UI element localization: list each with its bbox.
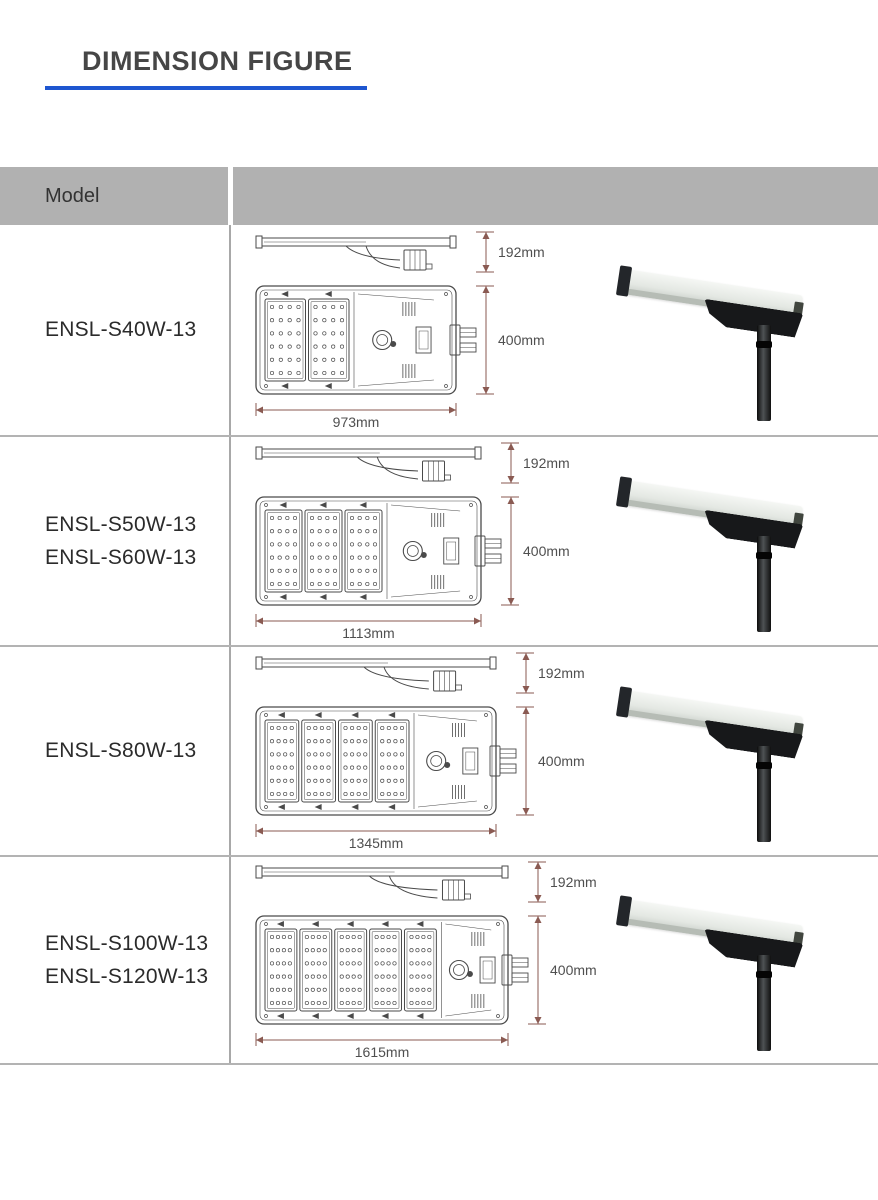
figure-cell: 192mm 400mm 1345mm xyxy=(232,647,878,855)
lamp-pole-image xyxy=(756,746,772,842)
length-dimension-label: 973mm xyxy=(332,413,380,430)
lamp-pole-image xyxy=(756,536,772,632)
technical-drawing xyxy=(255,652,534,837)
depth-dimension-label: 400mm xyxy=(498,331,545,348)
depth-dimension-label: 400mm xyxy=(538,752,585,769)
product-photo xyxy=(614,457,826,632)
height-dimension-label: 192mm xyxy=(523,454,570,471)
model-column-header: Model xyxy=(45,184,100,207)
model-name: ENSL-S50W-13 xyxy=(45,512,197,536)
table-row: ENSL-S80W-13 192mm 400mm 1345mm xyxy=(0,645,878,855)
product-photo xyxy=(614,246,826,421)
model-cell: ENSL-S80W-13 xyxy=(0,647,232,855)
table-row: ENSL-S100W-13 ENSL-S120W-13 192mm 400mm … xyxy=(0,855,878,1065)
figure-cell: 192mm 400mm 1615mm xyxy=(232,857,878,1063)
model-name: ENSL-S40W-13 xyxy=(45,318,197,341)
model-name: ENSL-S100W-13 xyxy=(45,931,209,955)
model-cell: ENSL-S100W-13 ENSL-S120W-13 xyxy=(0,857,232,1063)
model-name: ENSL-S120W-13 xyxy=(45,964,209,988)
length-dimension-label: 1615mm xyxy=(354,1043,410,1060)
page-title: DIMENSION FIGURE xyxy=(82,46,353,76)
model-cell: ENSL-S50W-13 ENSL-S60W-13 xyxy=(0,437,232,645)
product-photo xyxy=(614,876,826,1051)
height-dimension-label: 192mm xyxy=(550,873,597,890)
footer-page-number: Page 7 of 10 xyxy=(755,1198,832,1200)
footer-contact: www.eneltec-led.com | sales@eneltec-led.… xyxy=(0,1198,878,1200)
dimension-diagram: 192mm 400mm 973mm xyxy=(250,228,556,433)
technical-drawing xyxy=(255,231,494,416)
product-photo xyxy=(614,667,826,842)
depth-dimension-label: 400mm xyxy=(550,961,597,978)
section-title-block: DIMENSION FIGURE xyxy=(45,46,367,90)
table-row: ENSL-S50W-13 ENSL-S60W-13 192mm 400mm 11… xyxy=(0,435,878,645)
table-row: ENSL-S40W-13 192mm 400mm 973mm xyxy=(0,225,878,435)
dimension-diagram: 192mm 400mm 1113mm xyxy=(250,439,581,644)
depth-dimension-label: 400mm xyxy=(523,542,570,559)
model-cell: ENSL-S40W-13 xyxy=(0,225,232,435)
page-footer: www.eneltec-led.com | sales@eneltec-led.… xyxy=(0,1198,878,1200)
model-name: ENSL-S60W-13 xyxy=(45,545,197,569)
height-dimension-label: 192mm xyxy=(538,664,585,681)
figure-cell: 192mm 400mm 973mm xyxy=(232,225,878,435)
technical-drawing xyxy=(255,861,546,1046)
dimension-diagram: 192mm 400mm 1615mm xyxy=(250,858,608,1063)
table-header-row: Model xyxy=(0,167,878,225)
height-dimension-label: 192mm xyxy=(498,243,545,260)
model-name: ENSL-S80W-13 xyxy=(45,739,197,762)
technical-drawing xyxy=(255,442,519,627)
dimension-diagram: 192mm 400mm 1345mm xyxy=(250,649,596,854)
lamp-pole-image xyxy=(756,955,772,1051)
length-dimension-label: 1113mm xyxy=(342,624,395,641)
length-dimension-label: 1345mm xyxy=(348,834,404,851)
datasheet-page: DIMENSION FIGURE Model ENSL-S40W-13 192m… xyxy=(0,46,878,1200)
figure-cell: 192mm 400mm 1113mm xyxy=(232,437,878,645)
lamp-pole-image xyxy=(756,325,772,421)
dimension-table: Model ENSL-S40W-13 192mm 400mm 973mm xyxy=(0,167,878,1065)
